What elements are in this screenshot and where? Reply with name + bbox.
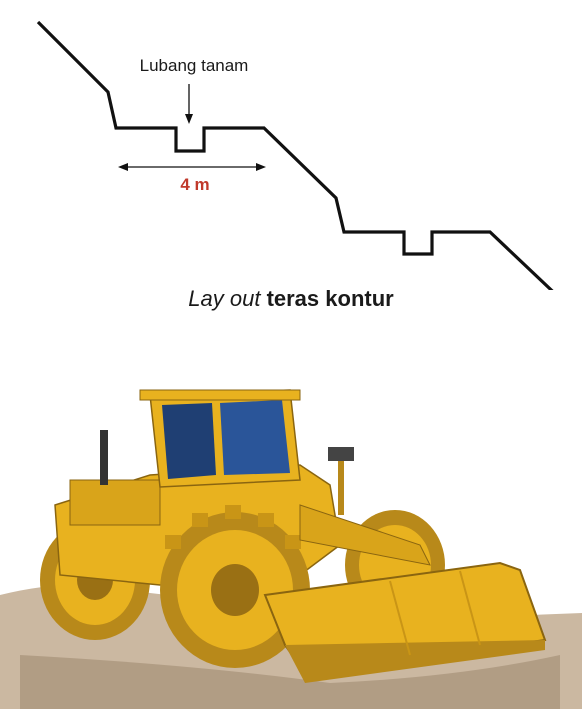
engine-hood [70, 480, 160, 525]
work-light [328, 447, 354, 461]
diagram-caption: Lay out teras kontur [0, 286, 582, 312]
terrace-profile-line [38, 22, 566, 290]
caption-italic: Lay out [188, 286, 260, 311]
width-label: 4 m [180, 175, 209, 194]
hole-pointer-arrow [185, 84, 193, 124]
operator-cab [140, 390, 300, 487]
terrace-layout-diagram: Lubang tanam 4 m [0, 0, 582, 290]
hole-label: Lubang tanam [140, 56, 249, 75]
light-post [338, 455, 344, 515]
exhaust-stack [100, 430, 108, 485]
width-dimension-arrow [118, 163, 266, 171]
compactor-bulldozer-photo [0, 355, 582, 709]
caption-bold: teras kontur [267, 286, 394, 311]
